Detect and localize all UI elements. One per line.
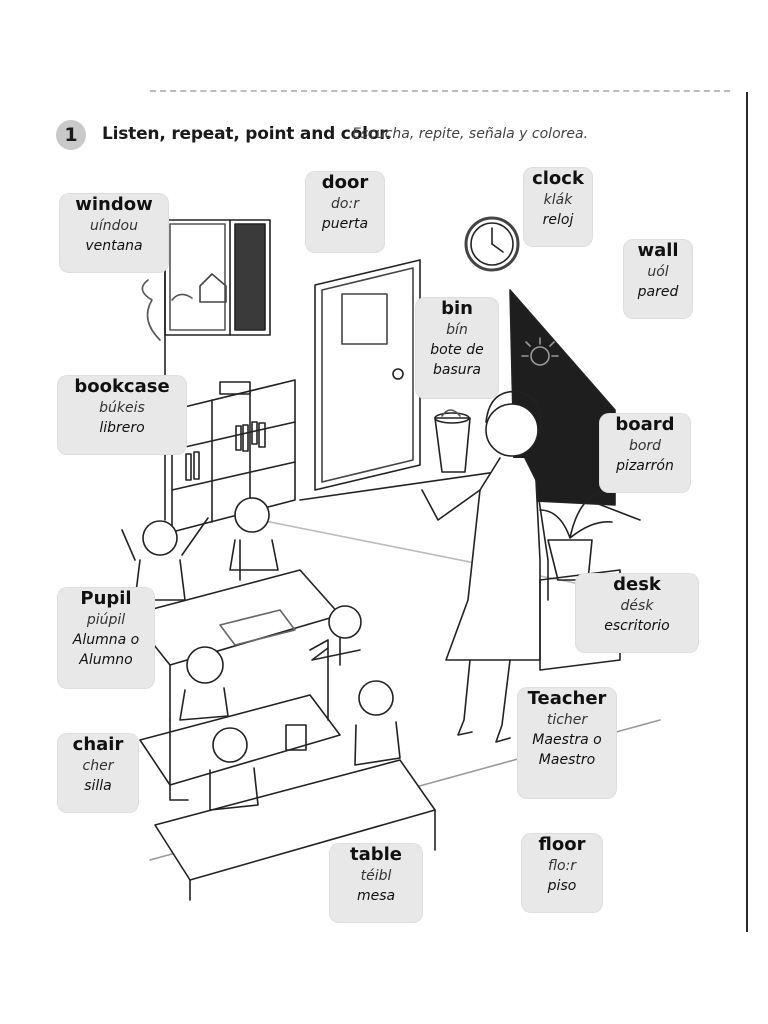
vocab-spanish-line2: Alumno [79, 652, 133, 668]
vocab-pronunciation: uíndou [90, 218, 138, 234]
door-illustration [314, 259, 421, 491]
vocab-word: bookcase [74, 376, 170, 397]
vocab-card-clock: clock klák reloj [524, 168, 592, 246]
exercise-header: 1 Listen, repeat, point and color. Escuc… [56, 120, 656, 160]
chairs-illustration [169, 539, 329, 801]
vocab-spanish-line2: Maestro [538, 752, 596, 768]
pupil-tables-illustration [129, 569, 436, 901]
vocab-pronunciation: bín [446, 322, 468, 338]
vocab-word: door [321, 172, 369, 193]
vocab-pronunciation: búkeis [99, 400, 145, 416]
vocab-card-chair: chair cher silla [58, 734, 138, 812]
vocab-word: table [349, 844, 402, 865]
vocab-card-pupil: Pupil piúpil Alumna o Alumno [58, 588, 154, 688]
vocab-pronunciation: uól [647, 264, 669, 280]
vocab-word: bin [441, 298, 473, 319]
vocab-pronunciation: ticher [546, 712, 588, 728]
vocab-pronunciation: do:r [331, 196, 359, 212]
exercise-title-english: Listen, repeat, point and color. [102, 124, 392, 144]
vocab-spanish: ventana [85, 238, 143, 254]
vocab-pronunciation: piúpil [86, 612, 126, 628]
vocab-card-teacher: Teacher ticher Maestra o Maestro [518, 688, 616, 798]
pupils-illustration [121, 497, 401, 811]
page-edge-line [746, 92, 748, 932]
vocab-spanish: mesa [356, 888, 396, 904]
vocab-pronunciation: bord [628, 438, 662, 454]
vocab-card-window: window uíndou ventana [60, 194, 168, 272]
vocab-word: Teacher [527, 688, 607, 709]
vocab-spanish: reloj [542, 212, 574, 228]
vocab-spanish-line1: bote de [430, 342, 484, 358]
vocab-spanish-line2: basura [433, 362, 481, 378]
vocab-card-floor: floor flo:r piso [522, 834, 602, 912]
vocab-card-bin: bin bín bote de basura [416, 298, 498, 398]
exercise-title-spanish: Escucha, repite, señala y colorea. [352, 126, 589, 142]
vocab-card-board: board bord pizarrón [600, 414, 690, 492]
vocab-spanish: puerta [321, 216, 369, 232]
window-illustration [141, 219, 271, 341]
vocab-spanish: escritorio [604, 618, 670, 634]
vocab-word: floor [538, 834, 586, 855]
clock-illustration [464, 216, 520, 272]
vocab-pronunciation: klák [543, 192, 573, 208]
vocab-pronunciation: téibl [360, 868, 392, 884]
vocab-spanish-line1: Alumna o [72, 632, 140, 648]
exercise-number-badge: 1 [56, 120, 86, 150]
vocab-pronunciation: désk [620, 598, 654, 614]
vocab-spanish-line1: Maestra o [532, 732, 602, 748]
vocab-spanish: piso [547, 878, 577, 894]
bookcase-illustration [171, 379, 296, 533]
vocab-spanish: pizarrón [616, 458, 674, 474]
vocab-spanish: silla [84, 778, 112, 794]
vocab-word: chair [72, 734, 124, 755]
vocab-spanish: librero [99, 420, 145, 436]
vocab-word: desk [613, 574, 661, 595]
teacher-desk-illustration [539, 569, 621, 671]
vocab-card-wall: wall uól pared [624, 240, 692, 318]
classroom-illustration [100, 160, 750, 920]
vocab-pronunciation: flo:r [547, 858, 577, 874]
teacher-illustration [421, 390, 549, 743]
bin-illustration [434, 409, 471, 473]
vocab-word: wall [637, 240, 679, 261]
vocab-card-bookcase: bookcase búkeis librero [58, 376, 186, 454]
vocab-card-desk: desk désk escritorio [576, 574, 698, 652]
vocab-word: clock [532, 168, 584, 189]
vocab-card-table: table téibl mesa [330, 844, 422, 922]
vocab-spanish: pared [637, 284, 679, 300]
vocab-card-door: door do:r puerta [306, 172, 384, 252]
vocab-word: Pupil [80, 588, 132, 609]
page-top-dashed-line [150, 90, 730, 92]
vocab-word: board [615, 414, 675, 435]
vocab-word: window [75, 194, 153, 215]
vocab-pronunciation: cher [82, 758, 114, 774]
